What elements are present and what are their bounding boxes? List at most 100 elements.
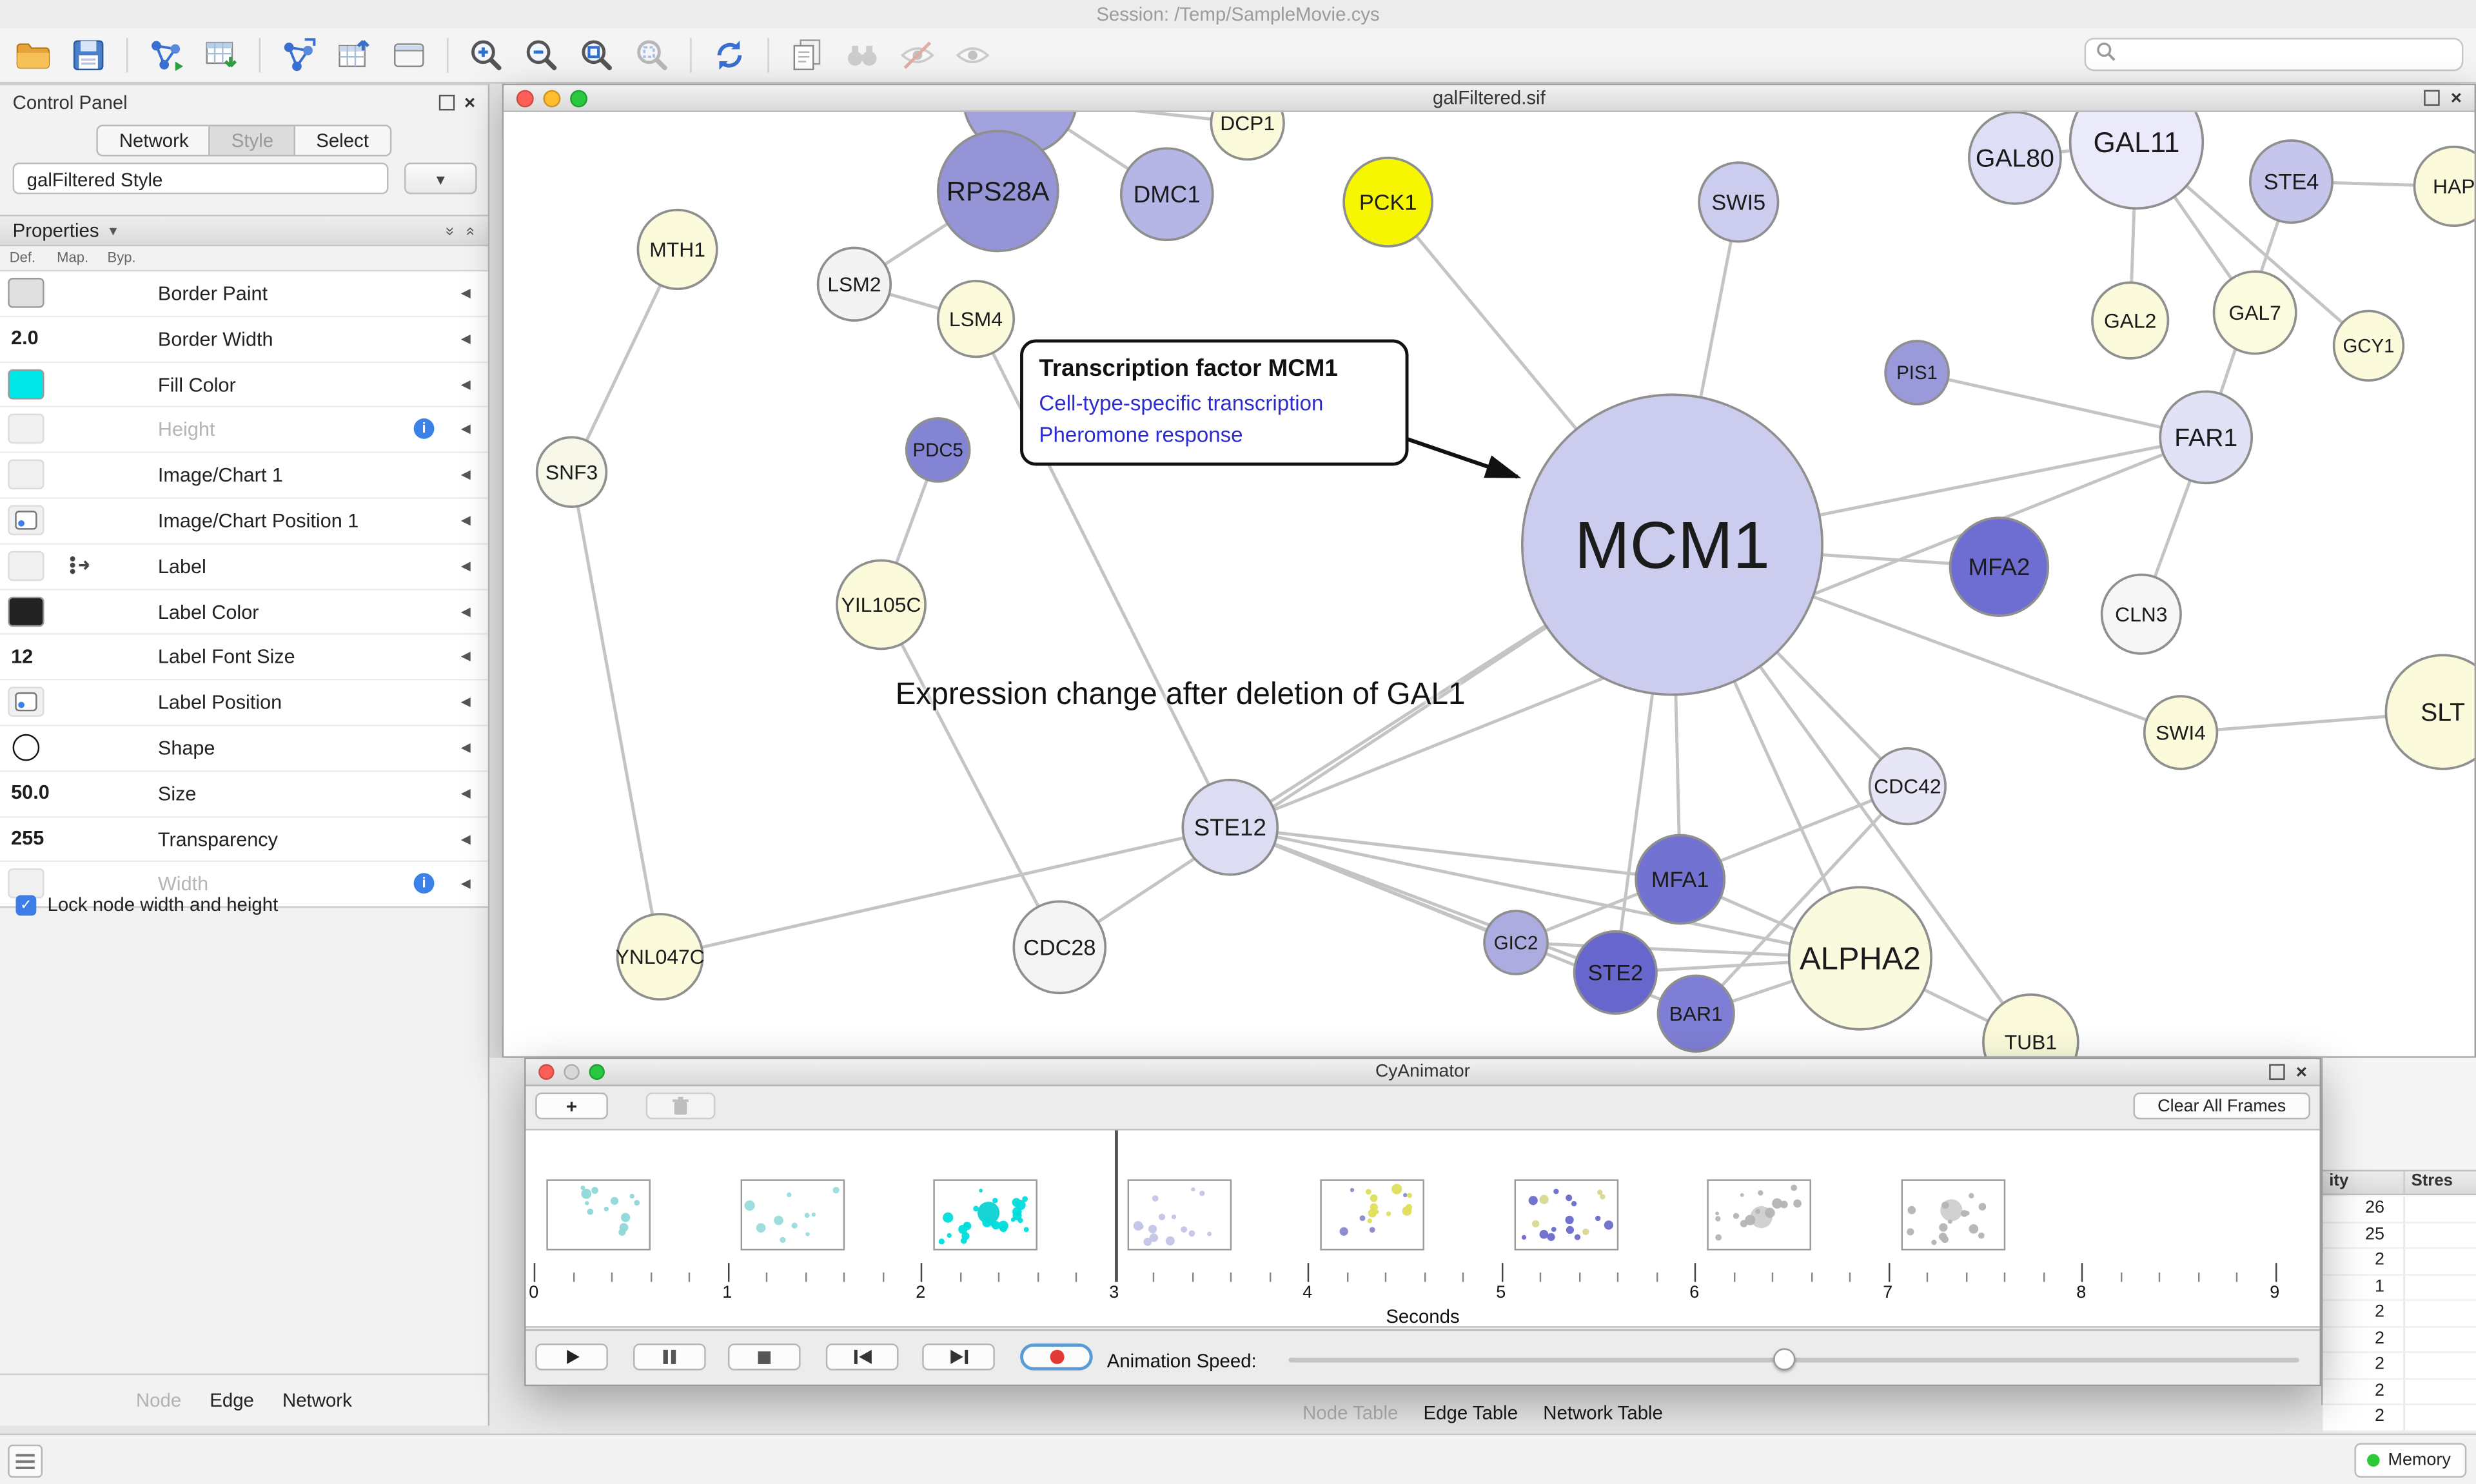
expand-arrow-icon[interactable]: ◀ bbox=[460, 649, 471, 664]
search-field[interactable] bbox=[2084, 37, 2464, 72]
network-window-titlebar[interactable]: galFiltered.sif × bbox=[504, 85, 2475, 112]
open-file-icon[interactable] bbox=[13, 35, 54, 76]
node-PCK1[interactable]: PCK1 bbox=[1342, 157, 1434, 248]
mapping-cell[interactable] bbox=[63, 278, 99, 308]
annotation-link[interactable]: Cell-type-specific transcription bbox=[1039, 391, 1324, 416]
close-icon[interactable]: × bbox=[2450, 86, 2462, 109]
default-value-cell[interactable] bbox=[8, 369, 44, 399]
default-value-cell[interactable]: 12 bbox=[11, 645, 34, 668]
apply-layout-icon[interactable] bbox=[709, 35, 751, 76]
frame-thumbnail-0[interactable] bbox=[546, 1179, 651, 1251]
mapping-cell[interactable] bbox=[63, 415, 99, 445]
node-SWI4[interactable]: SWI4 bbox=[2143, 695, 2219, 770]
frame-thumbnail-4[interactable] bbox=[1320, 1179, 1424, 1251]
expand-arrow-icon[interactable]: ◀ bbox=[460, 877, 471, 892]
edge-STE12-YNL047C[interactable] bbox=[660, 825, 1231, 959]
bypass-cell[interactable] bbox=[113, 823, 150, 854]
default-value-cell[interactable] bbox=[8, 414, 44, 445]
node-FAR1[interactable]: FAR1 bbox=[2159, 390, 2254, 485]
node-GAL80[interactable]: GAL80 bbox=[1968, 112, 2062, 205]
bypass-cell[interactable] bbox=[113, 551, 150, 581]
node-CDC28[interactable]: CDC28 bbox=[1012, 900, 1107, 995]
default-value-cell[interactable] bbox=[8, 687, 44, 718]
node-PIS1[interactable]: PIS1 bbox=[1884, 340, 1950, 405]
bypass-cell[interactable] bbox=[113, 415, 150, 445]
search-input[interactable] bbox=[2122, 41, 2462, 68]
column-header[interactable]: ity bbox=[2323, 1171, 2405, 1194]
edge-CDC28-YIL105C[interactable] bbox=[879, 603, 1061, 948]
mapping-cell[interactable] bbox=[63, 505, 99, 536]
mapping-cell[interactable] bbox=[63, 460, 99, 490]
default-value-cell[interactable]: 255 bbox=[11, 827, 44, 850]
node-MCM1[interactable]: MCM1 bbox=[1520, 393, 1823, 696]
float-window-icon[interactable] bbox=[2269, 1064, 2285, 1080]
network-snapshot-icon[interactable] bbox=[787, 35, 828, 76]
find-icon[interactable] bbox=[841, 35, 883, 76]
bypass-cell[interactable] bbox=[113, 732, 150, 763]
delete-frame-button[interactable] bbox=[645, 1092, 716, 1120]
bypass-cell[interactable] bbox=[113, 460, 150, 490]
edge-RPS28B-DCP1[interactable] bbox=[1020, 112, 1248, 125]
properties-header[interactable]: Properties ▼ « « bbox=[0, 215, 488, 247]
default-value-cell[interactable]: 2.0 bbox=[11, 327, 39, 349]
annotation-arrow[interactable] bbox=[1401, 435, 1522, 479]
node-LSM4[interactable]: LSM4 bbox=[936, 280, 1016, 358]
expand-arrow-icon[interactable]: ◀ bbox=[460, 422, 471, 436]
expand-arrow-icon[interactable]: ◀ bbox=[460, 286, 471, 300]
node-SNF3[interactable]: SNF3 bbox=[535, 436, 608, 508]
table-row[interactable]: 26 bbox=[2323, 1196, 2476, 1223]
expand-arrow-icon[interactable]: ◀ bbox=[460, 694, 471, 710]
canvas-text-annotation[interactable]: Expression change after deletion of GAL1 bbox=[895, 677, 1466, 712]
node-PDC5[interactable]: PDC5 bbox=[905, 417, 971, 483]
animation-speed-slider[interactable] bbox=[1288, 1348, 2299, 1371]
slider-thumb[interactable] bbox=[1773, 1348, 1795, 1371]
table-row[interactable]: 2 bbox=[2323, 1300, 2476, 1327]
playhead[interactable] bbox=[1114, 1130, 1117, 1282]
table-row[interactable]: 2 bbox=[2323, 1249, 2476, 1275]
node-STE2[interactable]: STE2 bbox=[1573, 930, 1658, 1015]
expand-arrow-icon[interactable]: ◀ bbox=[460, 558, 471, 573]
close-icon[interactable]: × bbox=[2295, 1060, 2307, 1084]
node-CDC42[interactable]: CDC42 bbox=[1868, 747, 1947, 826]
node-ALPHA2[interactable]: ALPHA2 bbox=[1787, 886, 1932, 1031]
expand-arrow-icon[interactable]: ◀ bbox=[460, 331, 471, 346]
checkbox-checked-icon[interactable]: ✓ bbox=[15, 894, 37, 915]
node-DMC1[interactable]: DMC1 bbox=[1119, 147, 1214, 242]
mapping-cell[interactable] bbox=[63, 687, 99, 718]
node-GAL7[interactable]: GAL7 bbox=[2212, 270, 2297, 355]
node-YNL047C[interactable]: YNL047C bbox=[616, 913, 705, 1001]
frame-thumbnail-7[interactable] bbox=[1900, 1179, 2005, 1251]
node-TUB1[interactable]: TUB1 bbox=[1982, 993, 2079, 1057]
minimize-button[interactable] bbox=[543, 89, 561, 107]
table-row[interactable]: 1 bbox=[2323, 1274, 2476, 1301]
mapping-cell[interactable] bbox=[63, 369, 99, 399]
hide-selected-icon[interactable] bbox=[897, 35, 938, 76]
edge-MTH1-SNF3[interactable] bbox=[570, 248, 679, 473]
frame-thumbnail-5[interactable] bbox=[1513, 1179, 1618, 1251]
export-table-icon[interactable] bbox=[333, 35, 375, 76]
annotation-link[interactable]: Pheromone response bbox=[1039, 422, 1243, 446]
zoom-fit-icon[interactable] bbox=[576, 35, 618, 76]
panel-tab-network[interactable]: Network bbox=[282, 1389, 352, 1412]
add-frame-button[interactable]: + bbox=[535, 1092, 608, 1120]
node-CLN3[interactable]: CLN3 bbox=[2100, 573, 2182, 655]
default-value-cell[interactable]: 50.0 bbox=[11, 781, 50, 805]
edge-LSM4-STE12[interactable] bbox=[974, 318, 1232, 828]
tab-style[interactable]: Style bbox=[209, 124, 296, 157]
frame-thumbnail-2[interactable] bbox=[933, 1179, 1037, 1251]
bypass-cell[interactable] bbox=[113, 596, 150, 627]
float-window-icon[interactable] bbox=[438, 94, 455, 111]
node-STE4[interactable]: STE4 bbox=[2248, 139, 2334, 224]
mapping-cell[interactable] bbox=[63, 778, 99, 808]
import-network-icon[interactable] bbox=[145, 35, 186, 76]
node-GAL11[interactable]: GAL11 bbox=[2068, 112, 2205, 210]
table-tab-node-table[interactable]: Node Table bbox=[1302, 1401, 1399, 1424]
cyanimator-titlebar[interactable]: CyAnimator × bbox=[526, 1059, 2320, 1086]
property-row-image-chart-position-1[interactable]: Image/Chart Position 1◀ bbox=[0, 498, 488, 545]
property-row-fill-color[interactable]: Fill Color◀ bbox=[0, 362, 488, 408]
annotation-box[interactable]: Transcription factor MCM1 Cell-type-spec… bbox=[1020, 339, 1409, 466]
